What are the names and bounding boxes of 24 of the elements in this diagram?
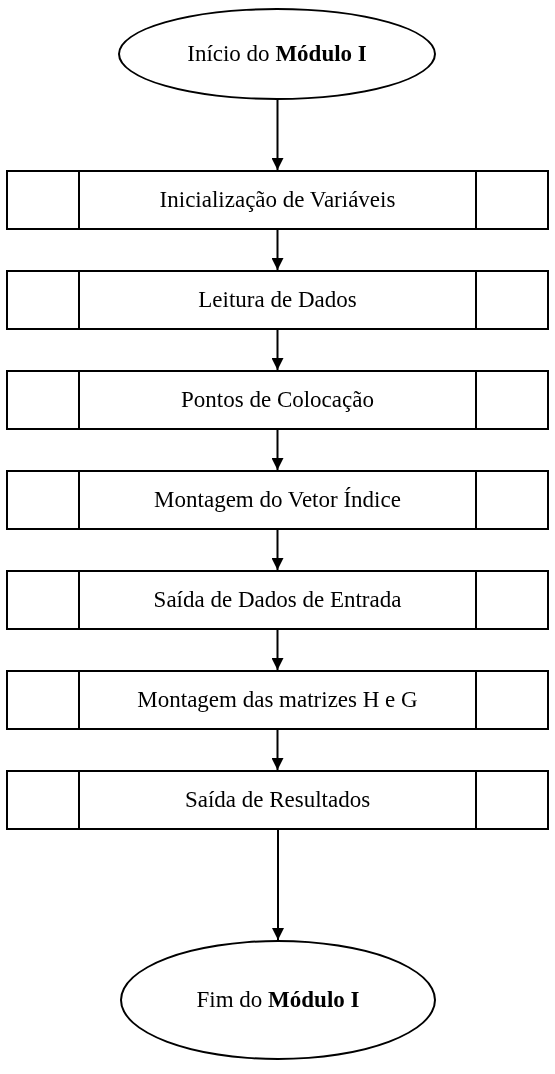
arrow: [271, 329, 284, 371]
node-label: Fim do Módulo I: [196, 985, 360, 1014]
predefined-process-box: [6, 570, 549, 630]
arrow: [272, 829, 284, 941]
node-label: Montagem das matrizes H e G: [137, 685, 418, 714]
node-label: Saída de Dados de Entrada: [153, 585, 402, 614]
predefined-process-box: [6, 770, 549, 830]
arrow: [271, 529, 284, 571]
arrow: [271, 629, 284, 671]
predefined-process-box: [6, 470, 549, 530]
arrow: [271, 429, 284, 471]
arrow: [271, 229, 284, 271]
node-label: Saída de Resultados: [184, 785, 371, 814]
predefined-process-box: [6, 370, 549, 430]
node-label: Montagem do Vetor Índice: [154, 485, 401, 514]
predefined-process-box: [6, 170, 549, 230]
node-label: Inicialização de Variáveis: [159, 185, 396, 214]
node-label: Início do Módulo I: [187, 39, 367, 68]
predefined-process-box: [6, 670, 549, 730]
node-label: Leitura de Dados: [198, 285, 357, 314]
predefined-process-box: [6, 270, 549, 330]
arrow: [271, 729, 284, 771]
node-label: Pontos de Colocação: [181, 385, 374, 414]
arrow: [271, 99, 284, 171]
